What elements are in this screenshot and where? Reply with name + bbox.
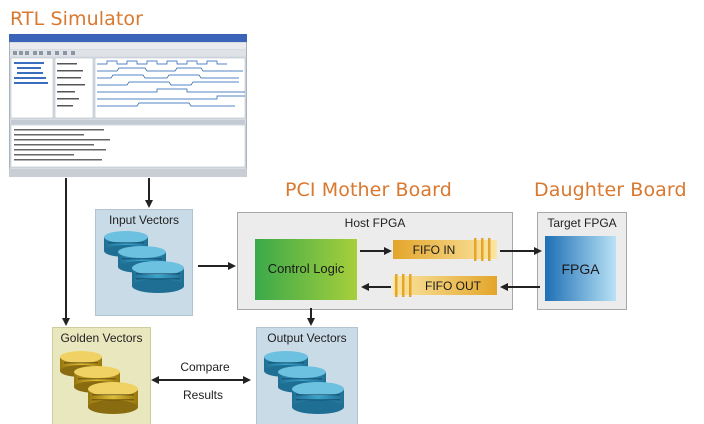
results-label: Results [182, 388, 223, 402]
output-vectors-label: Output Vectors [267, 331, 347, 345]
fifo-in-block [393, 238, 497, 261]
output-vector-disks [264, 351, 344, 414]
pci-mother-board-title: PCI Mother Board [285, 179, 452, 201]
fpga-block [545, 236, 616, 301]
input-vector-disks [104, 231, 184, 293]
host-fpga-label: Host FPGA [344, 216, 406, 230]
target-fpga-label: Target FPGA [547, 216, 617, 230]
control-logic-label: Control Logic [267, 261, 345, 276]
fifo-out-label: FIFO OUT [425, 279, 481, 293]
fifo-in-label: FIFO IN [412, 243, 456, 257]
fifo-out-block [393, 274, 497, 297]
simulator-screenshot [8, 33, 248, 178]
compare-label: Compare [180, 360, 230, 374]
golden-vectors-label: Golden Vectors [60, 331, 143, 345]
golden-vector-disks [60, 351, 138, 414]
control-logic-block [255, 239, 357, 300]
daughter-board-title: Daughter Board [534, 179, 687, 201]
rtl-simulator-title: RTL Simulator [10, 8, 144, 30]
input-vectors-label: Input Vectors [108, 213, 180, 227]
fpga-label: FPGA [561, 261, 600, 277]
